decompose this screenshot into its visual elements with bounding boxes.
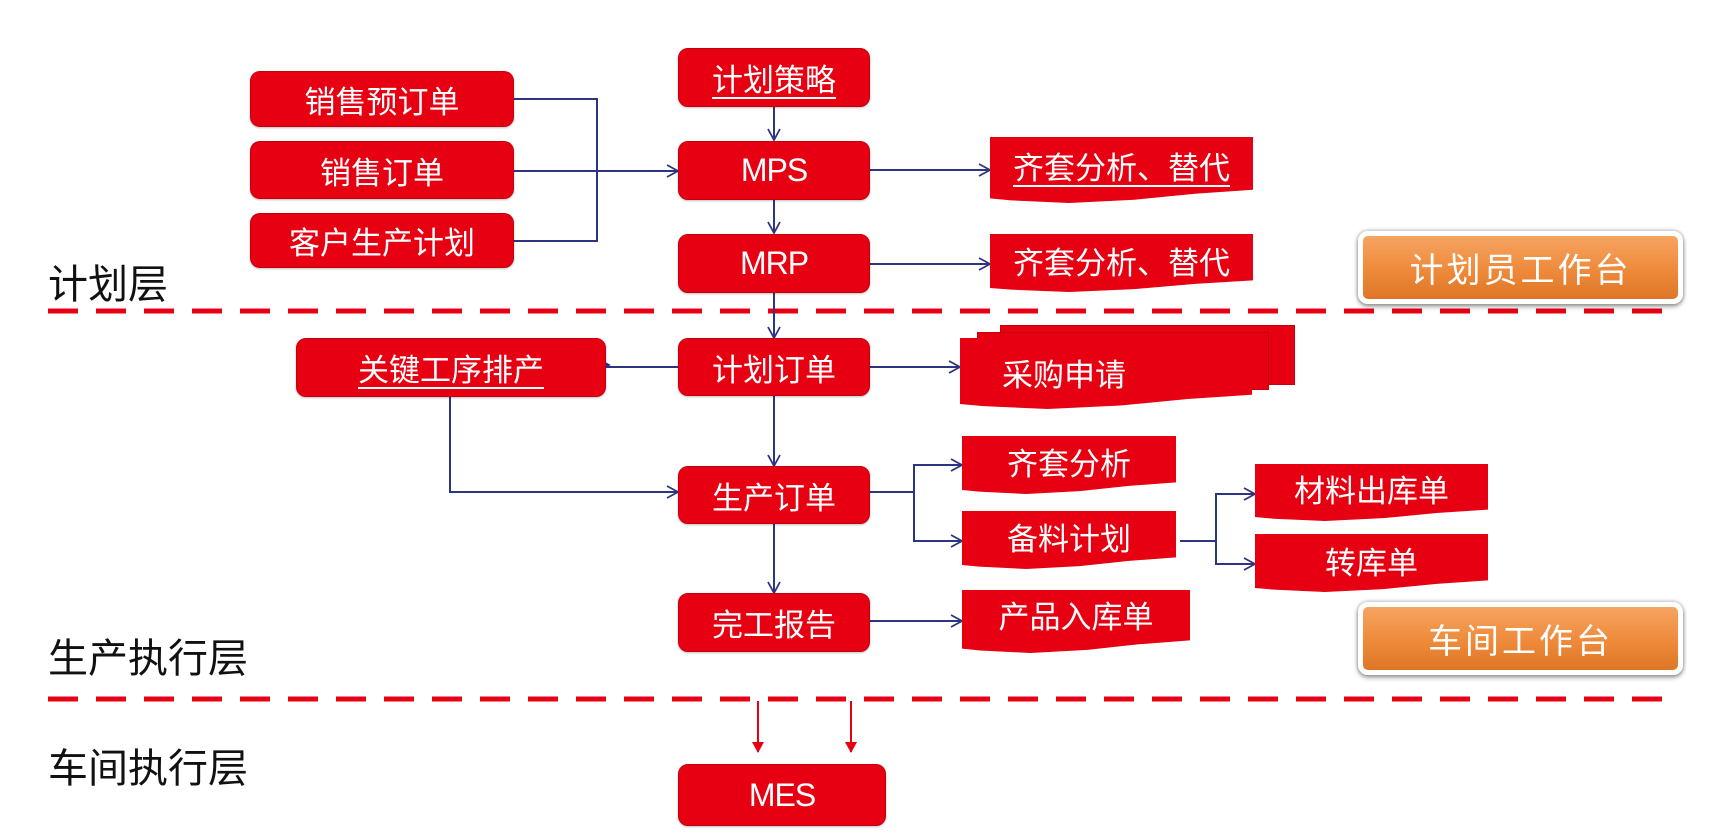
node-mes[interactable]: MES [678,764,886,826]
workshop-workbench-button[interactable]: 车间工作台 [1358,602,1683,675]
node-label: 材料出库单 [1294,474,1449,510]
node-label: 备料计划 [1007,522,1131,558]
node-purchase-requisition[interactable]: 采购申请 [960,338,1252,409]
node-planned-order[interactable]: 计划订单 [678,338,870,396]
node-label: 销售订单 [320,155,444,192]
connector-prep-to-transfer [1215,541,1257,571]
connector-key-process-to-production [449,397,680,499]
node-label: 产品入库单 [998,600,1154,636]
node-label: 完工报告 [712,608,836,644]
node-completion-report[interactable]: 完工报告 [678,593,870,652]
workbench-label: 车间工作台 [1428,622,1613,662]
connector-production-to-material-prep [913,492,964,548]
node-label: 客户生产计划 [289,226,475,262]
layer-label-planning: 计划层 [48,262,168,308]
node-label: 齐套分析 [1007,447,1131,483]
node-customer-production-plan[interactable]: 客户生产计划 [250,213,514,268]
node-label: 销售预订单 [304,84,460,121]
node-transfer-note[interactable]: 转库单 [1255,534,1488,592]
node-label: 计划订单 [712,352,836,389]
node-label: MPS [740,152,808,188]
node-label-link[interactable]: 关键工序排产 [358,353,544,389]
connector-sales-preorder [514,98,598,171]
node-sales-preorder[interactable]: 销售预订单 [250,71,514,127]
node-material-issue-note[interactable]: 材料出库单 [1255,464,1488,521]
node-sales-order[interactable]: 销售订单 [250,141,514,199]
node-label: 转库单 [1325,546,1418,582]
node-product-receipt-note[interactable]: 产品入库单 [962,590,1190,653]
node-mrp[interactable]: MRP [678,234,870,293]
node-planning-strategy[interactable]: 计划策略 [678,48,870,107]
layer-label-workshop-execution: 车间执行层 [48,746,248,792]
node-key-process-scheduling[interactable]: 关键工序排产 [296,338,606,397]
node-mps[interactable]: MPS [678,141,870,200]
node-label: 采购申请 [1002,358,1126,394]
node-label-link[interactable]: 齐套分析、替代 [1013,151,1230,187]
planner-workbench-button[interactable]: 计划员工作台 [1358,231,1683,304]
node-kit-analysis-substitute-mps[interactable]: 齐套分析、替代 [990,137,1253,203]
node-label: MES [748,776,816,813]
node-label-link[interactable]: 计划策略 [712,63,836,99]
node-kit-analysis[interactable]: 齐套分析 [962,436,1176,494]
node-label: 齐套分析、替代 [1013,246,1230,282]
node-material-prep-plan[interactable]: 备料计划 [962,511,1176,569]
layer-label-production-execution: 生产执行层 [48,636,248,682]
connector-prep-to-issue [1180,487,1257,542]
node-kit-analysis-substitute-mrp[interactable]: 齐套分析、替代 [990,234,1253,292]
connector-production-to-kit-analysis [870,458,964,493]
workbench-label: 计划员工作台 [1409,251,1632,291]
node-label: 生产订单 [712,480,836,517]
node-production-order[interactable]: 生产订单 [678,466,870,524]
connector-customer-plan [514,171,598,242]
node-label: MRP [739,245,809,281]
